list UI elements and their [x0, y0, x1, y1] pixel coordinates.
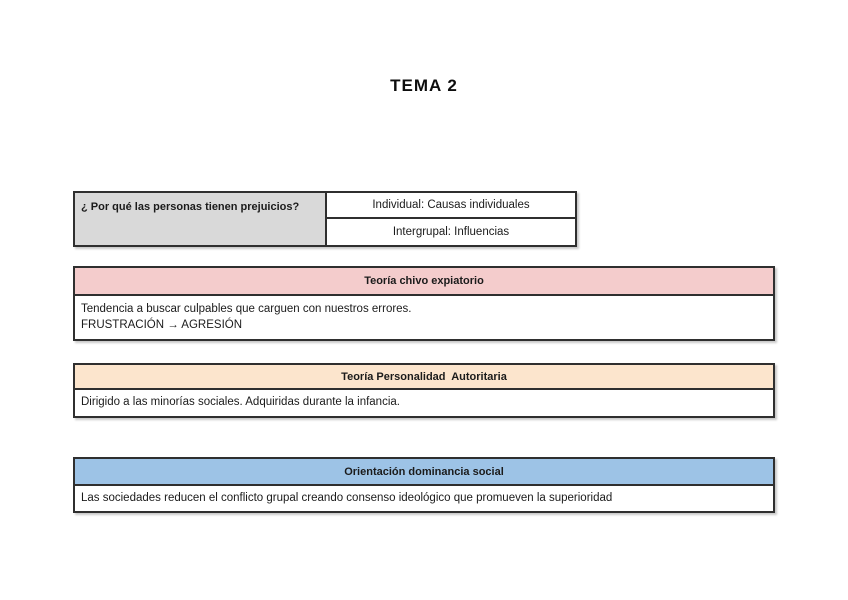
- theory-box-header: Orientación dominancia social: [75, 459, 773, 486]
- theory-box-body-line: Tendencia a buscar culpables que carguen…: [81, 303, 412, 315]
- theory-box-dominancia-social: Orientación dominancia social Las socied…: [73, 457, 775, 513]
- theory-box-body-line: FRUSTRACIÓN → AGRESIÓN: [81, 318, 243, 331]
- page-title: TEMA 2: [390, 76, 458, 95]
- answer-cell-individual: Individual: Causas individuales: [327, 193, 575, 219]
- answer-cell-intergrupal: Intergrupal: Influencias: [392, 226, 510, 238]
- theory-box-body-line: Dirigido a las minorías sociales. Adquir…: [81, 396, 400, 409]
- theory-box-header: Teoría chivo expiatorio: [75, 268, 773, 296]
- theory-box-body: Tendencia a buscar culpables que carguen…: [75, 296, 773, 339]
- theory-box-body-line: Las sociedades reducen el conflicto grup…: [81, 491, 613, 504]
- theory-box-header: Teoría Personalidad Autoritaria: [75, 365, 773, 390]
- theory-box-body: Las sociedades reducen el conflicto grup…: [75, 486, 773, 511]
- prejudice-question-table: ¿ Por qué las personas tienen prejuicios…: [73, 191, 577, 247]
- theory-box-personalidad-autoritaria: Teoría Personalidad Autoritaria Dirigido…: [73, 363, 775, 418]
- theory-box-chivo-expiatorio: Teoría chivo expiatorio Tendencia a busc…: [73, 266, 775, 341]
- question-cell: ¿ Por qué las personas tienen prejuicios…: [75, 193, 327, 245]
- theory-box-body: Dirigido a las minorías sociales. Adquir…: [75, 390, 773, 416]
